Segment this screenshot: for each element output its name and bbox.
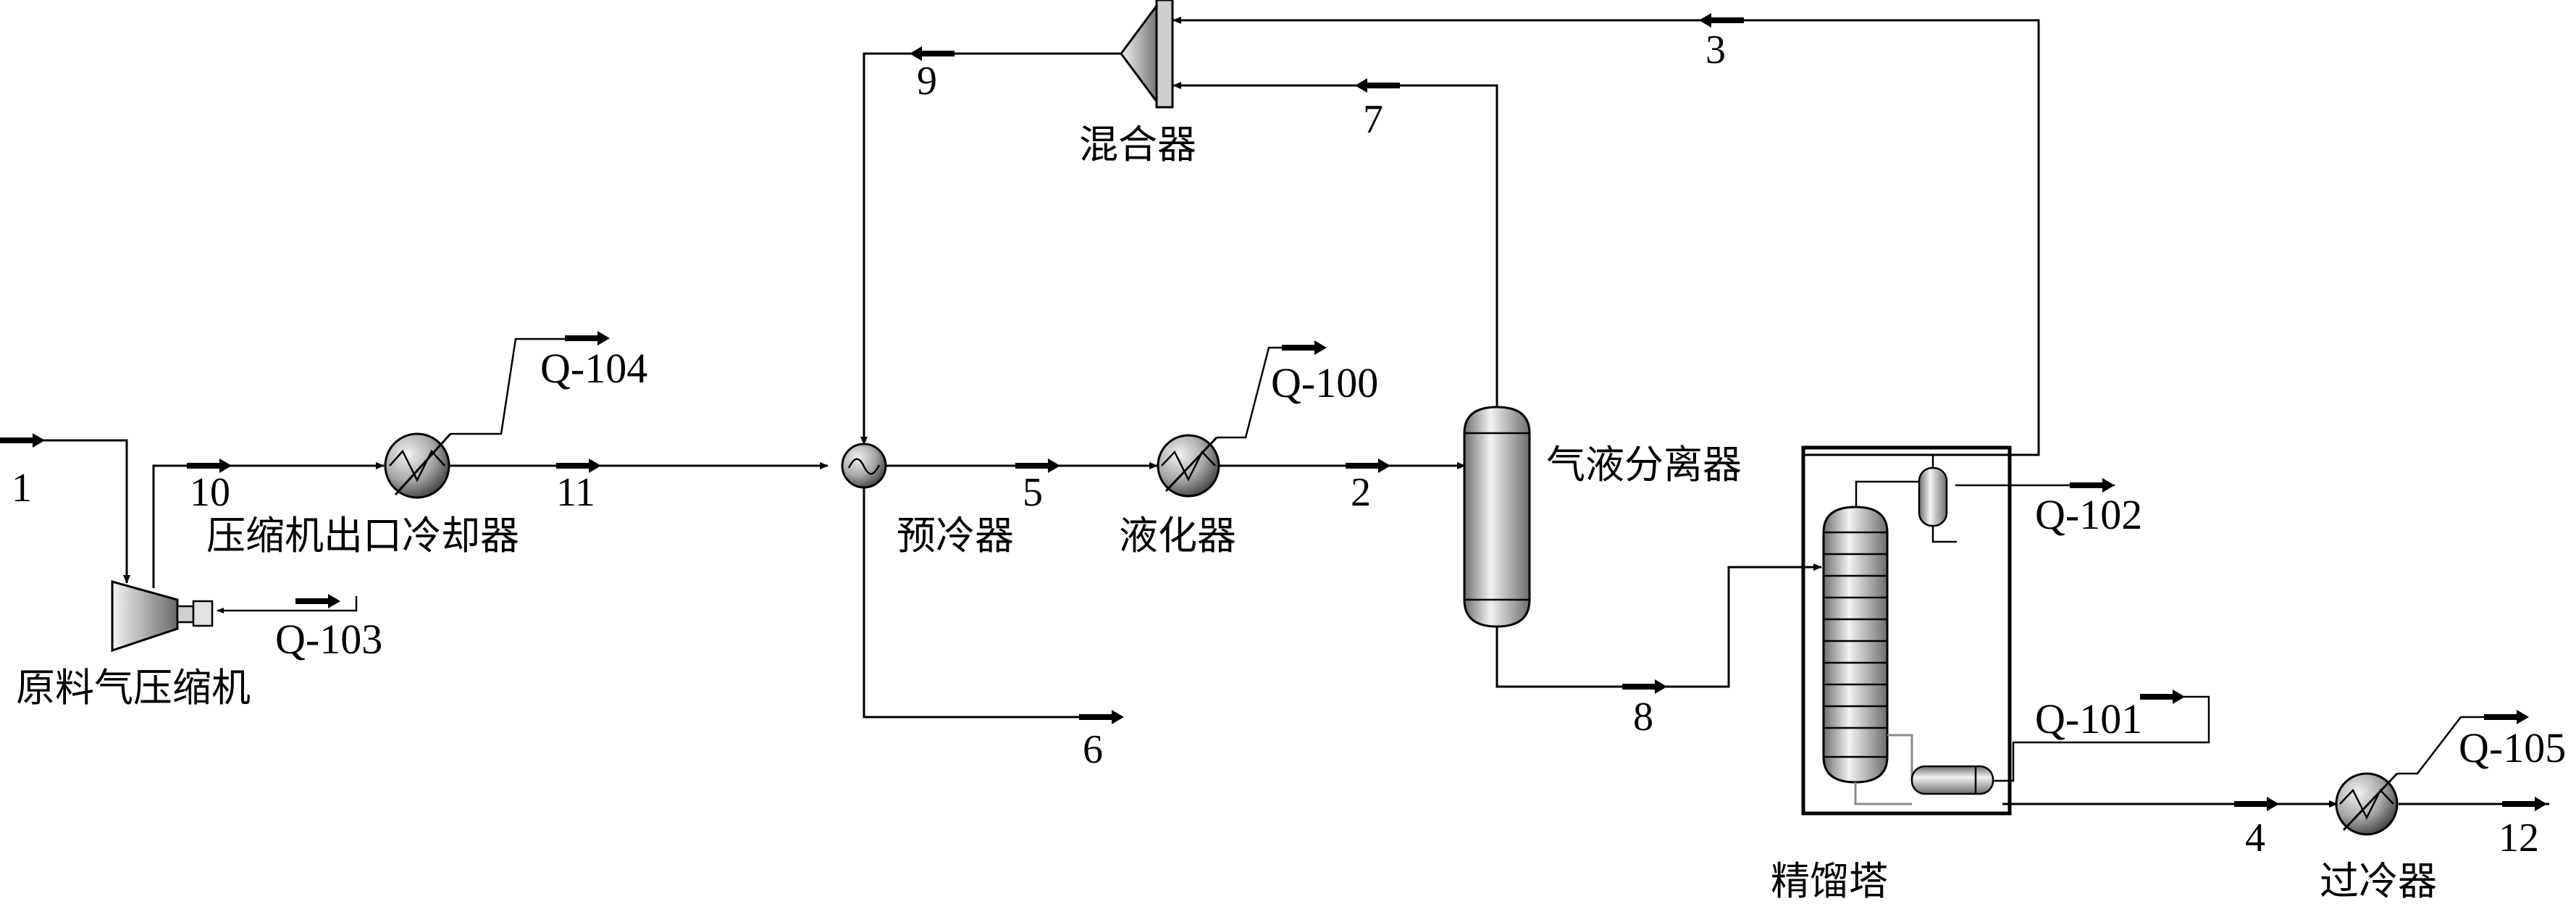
stream-tabs <box>0 13 2547 811</box>
feed-compressor <box>111 580 214 653</box>
mixer-label: 混合器 <box>1079 122 1196 167</box>
q104-line <box>450 338 579 435</box>
q103-label: Q-103 <box>275 616 382 663</box>
stream-12-tab <box>2502 797 2547 811</box>
stream-7-tab <box>1355 78 1400 93</box>
stream-10-line <box>152 462 385 588</box>
subcooler-label: 过冷器 <box>2320 858 2437 904</box>
stream-6-line <box>863 487 1121 719</box>
stream-3-tab <box>1699 13 1744 28</box>
stream-3-line <box>1172 17 2040 456</box>
stream-6-tab <box>1079 710 1124 724</box>
stream-4-tab <box>2234 797 2279 811</box>
q104-label: Q-104 <box>540 345 647 392</box>
compressor-cooler <box>384 432 452 499</box>
distillation-column <box>1801 445 2012 816</box>
liquefier-label: 液化器 <box>1119 513 1236 558</box>
stream-7-line <box>1172 82 1498 407</box>
stream-7-label: 7 <box>1363 97 1383 142</box>
separator-vessel <box>1463 406 1531 628</box>
stream-8-line <box>1495 564 1822 688</box>
column-trays <box>1824 531 1887 758</box>
stream-8-tab <box>1622 679 1667 694</box>
liquefier <box>1157 434 1220 498</box>
q101-label: Q-101 <box>2035 695 2142 742</box>
separator-label: 气液分离器 <box>1546 442 1742 487</box>
stream-2-tab <box>1346 458 1390 473</box>
stream-1-tab <box>0 433 45 448</box>
stream-10-label: 10 <box>190 470 230 515</box>
feed-compressor-label: 原料气压缩机 <box>16 665 251 711</box>
stream-4-label: 4 <box>2245 816 2265 860</box>
q100-label: Q-100 <box>1271 359 1378 406</box>
q103-tab <box>295 594 340 608</box>
stream-8-label: 8 <box>1633 695 1653 740</box>
q102-label: Q-102 <box>2035 491 2142 538</box>
stream-10-tab <box>187 458 232 473</box>
stream-5-label: 5 <box>1023 470 1043 515</box>
q105-label: Q-105 <box>2459 724 2566 771</box>
stream-12-label: 12 <box>2499 816 2539 860</box>
stream-5-tab <box>1015 458 1060 473</box>
stream-1-line <box>0 439 130 584</box>
stream-3-label: 3 <box>1706 28 1726 72</box>
stream-9-label: 9 <box>917 59 937 104</box>
q103-line <box>217 596 358 613</box>
q105-tab <box>2484 710 2529 724</box>
stream-11-tab <box>556 458 601 473</box>
mixer <box>1120 0 1174 109</box>
stream-6-label: 6 <box>1083 727 1103 772</box>
stream-1-label: 1 <box>12 466 32 511</box>
q104-tab <box>565 331 610 345</box>
stream-9-tab <box>910 46 955 61</box>
precooler <box>841 443 887 489</box>
stream-9-line <box>860 52 1120 445</box>
compressor-cooler-label: 压缩机出口冷却器 <box>206 513 519 558</box>
stream-11-label: 11 <box>556 470 595 515</box>
q101-tab <box>2140 690 2185 704</box>
subcooler <box>2335 772 2399 836</box>
stream-2-label: 2 <box>1351 470 1371 515</box>
column-label: 精馏塔 <box>1771 858 1888 904</box>
q100-tab <box>1282 340 1327 355</box>
q102-tab <box>2070 478 2115 493</box>
precooler-label: 预冷器 <box>897 513 1014 558</box>
